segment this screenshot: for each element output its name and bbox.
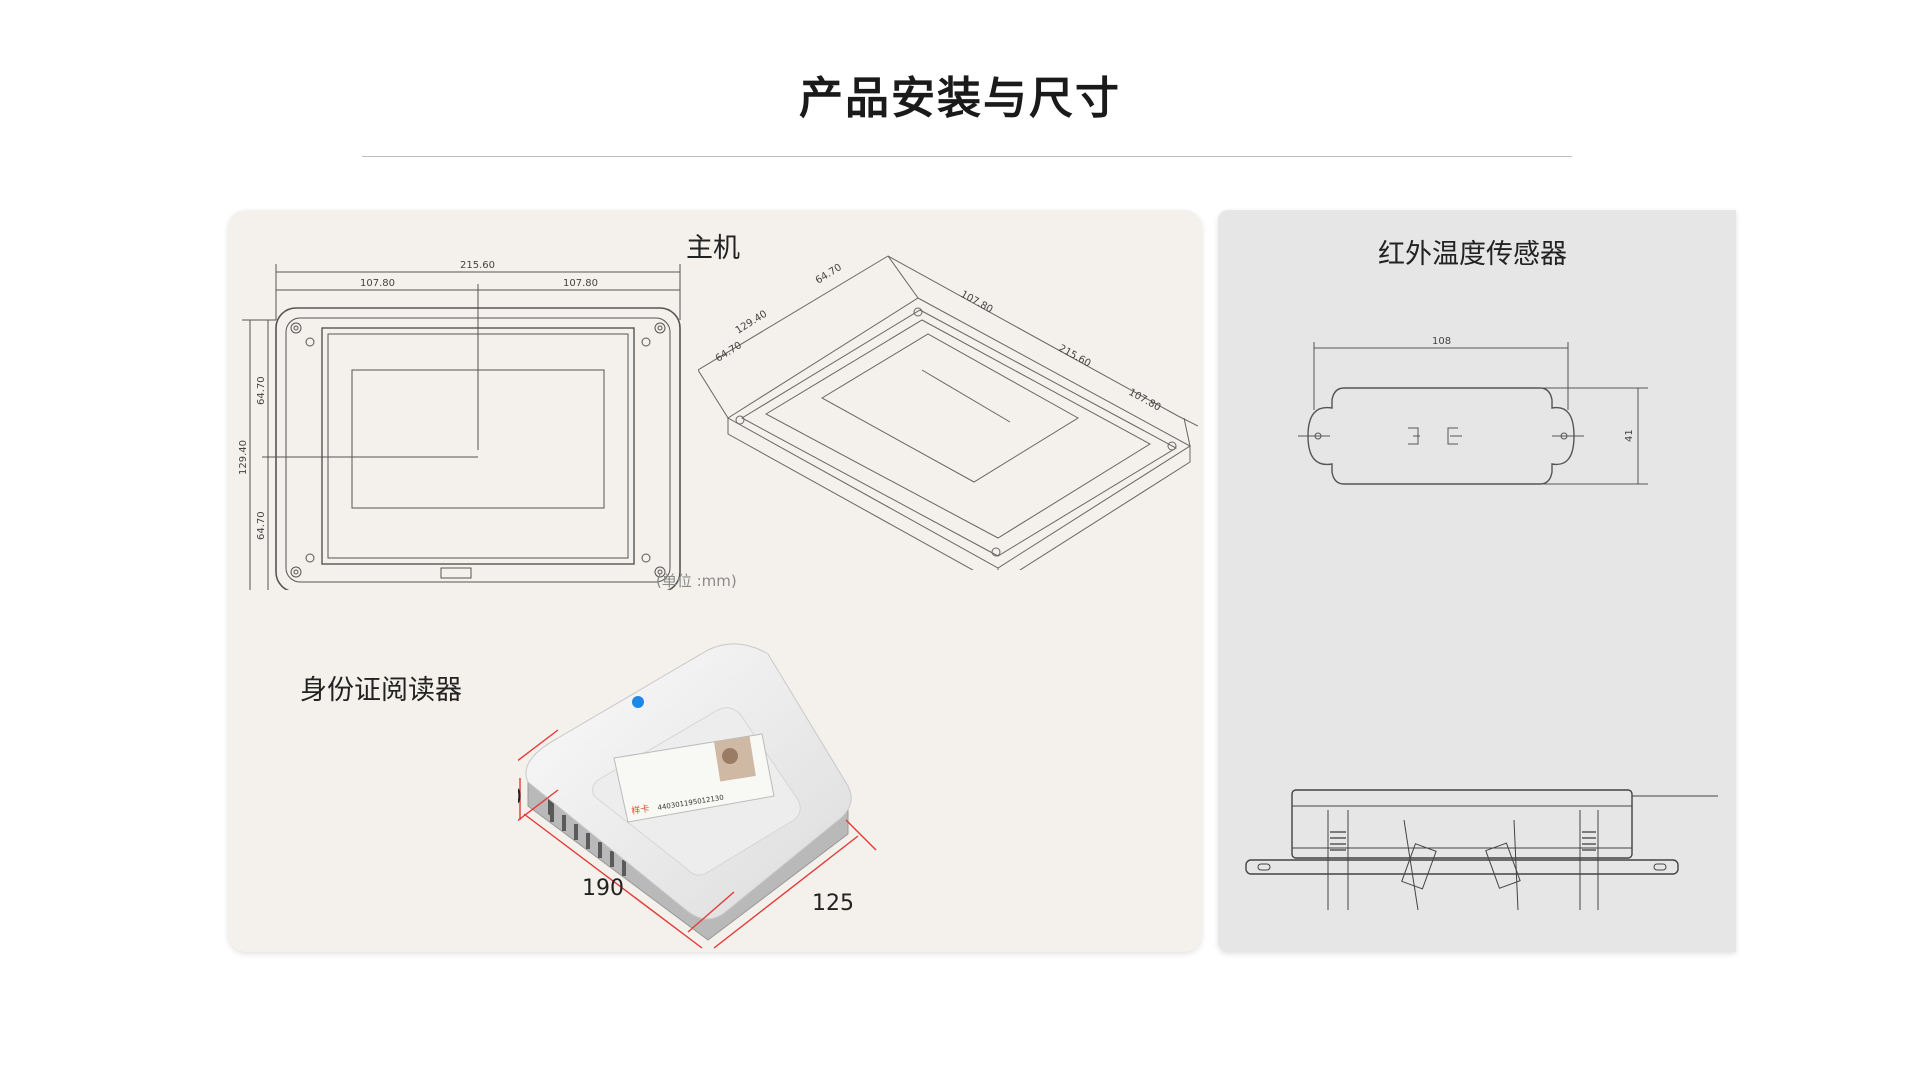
iso-dim-w3: 107.80 [1127, 387, 1163, 414]
iso-dim-h2: 64.70 [714, 340, 744, 365]
sensor-dim-height: 41 [1624, 429, 1635, 442]
unit-label: (单位 :mm) [656, 572, 737, 590]
reader-dim-height: 40 [518, 785, 522, 810]
page-title: 产品安装与尺寸 [799, 73, 1121, 124]
host-dim-height-half-a: 64.70 [256, 376, 267, 405]
iso-dim-w1: 107.80 [959, 289, 995, 316]
panel-temperature-sensor: 红外温度传感器 108 41 [1218, 210, 1736, 952]
title-divider [362, 156, 1572, 157]
reader-dim-width: 125 [812, 891, 854, 916]
iso-dim-h3: 64.70 [814, 262, 844, 287]
host-dim-half-b: 107.80 [563, 278, 598, 289]
iso-dim-h1: 129.40 [734, 309, 770, 337]
host-isometric-drawing: 129.40 64.70 64.70 107.80 215.60 107.80 [698, 255, 1198, 570]
panel-host-and-reader: 主机 [228, 210, 1202, 952]
reader-dim-length: 190 [582, 876, 624, 901]
reader-label: 身份证阅读器 [300, 675, 462, 706]
host-dim-half-a: 107.80 [360, 278, 395, 289]
host-dim-height-half-b: 64.70 [256, 511, 267, 540]
host-front-drawing: 215.60 107.80 107.80 129.40 64.70 64.70 [238, 260, 681, 590]
iso-dim-w2: 215.60 [1057, 343, 1093, 370]
host-dim-width-total: 215.60 [460, 260, 495, 271]
sensor-label: 红外温度传感器 [1378, 239, 1567, 270]
card-sample-text: 样卡 [631, 802, 651, 817]
sensor-side-view [1245, 789, 1718, 911]
host-dim-height-total: 129.40 [238, 440, 249, 475]
id-reader-illustration: 样卡 440301195012130 40 190 125 [518, 643, 877, 949]
host-label: 主机 [686, 233, 740, 264]
sensor-dim-width: 108 [1432, 336, 1451, 347]
sensor-top-view: 108 41 [1298, 336, 1648, 485]
